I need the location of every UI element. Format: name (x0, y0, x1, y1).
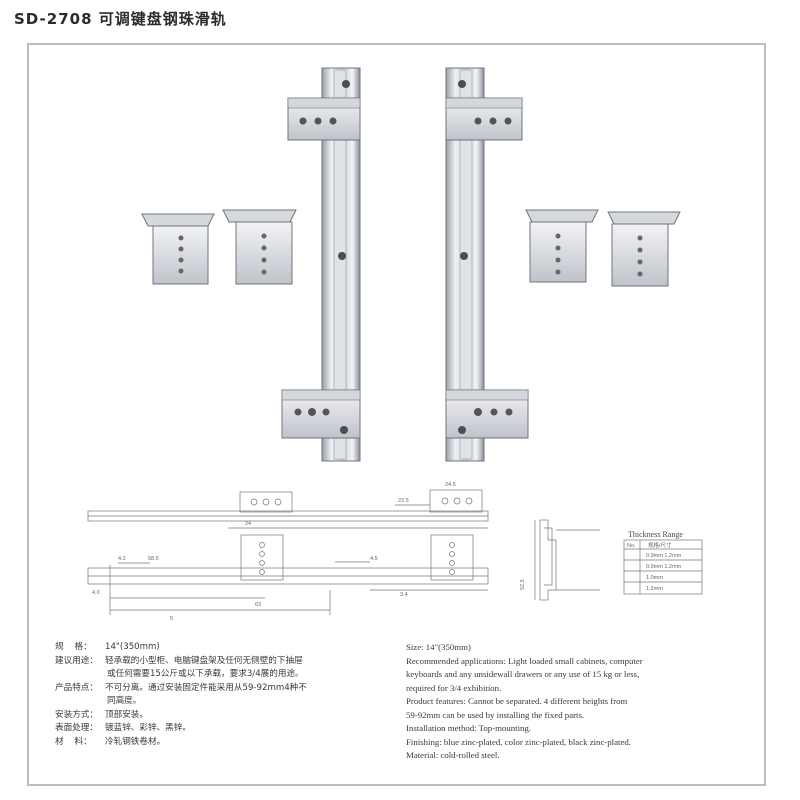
dim-label-2: 58.5 (148, 556, 159, 562)
dim-label-8: 24.5 (445, 482, 456, 488)
page-title: SD-2708 可调键盘钢珠滑轨 (14, 10, 227, 28)
spec-value: 14"(350mm) (105, 642, 160, 652)
spec-line: 59-92mm can be used by installing the fi… (406, 709, 585, 720)
table-header-no: No. (627, 543, 636, 549)
spec-row: 建议用途： 轻承载的小型柜、电脑键盘架及任何无侧壁的下抽屉 (55, 655, 400, 669)
spec-value: 顶部安装。 (105, 709, 148, 720)
spec-label: 安装方式： (55, 709, 98, 720)
specs-english: Size: 14"(350mm) Recommended application… (406, 641, 751, 763)
spec-line: Size: 14"(350mm) (406, 642, 471, 652)
mounting-bracket-2 (222, 209, 297, 285)
spec-line: Material: cold-rolled steel. (406, 750, 500, 760)
spec-label: 材 料： (55, 736, 92, 747)
table-header-spec: 规格/尺寸 (648, 541, 672, 549)
spec-value: 镀蓝锌、彩锌、黑锌。 (105, 723, 191, 733)
spec-label: 表面处理： (55, 723, 98, 733)
spec-line: Installation method: Top-mounting. (406, 723, 532, 733)
content-frame (27, 43, 766, 786)
right-slide-rail (445, 67, 529, 462)
spec-value: 不可分离。通过安装固定件能采用从59-92mm4种不 (105, 682, 307, 693)
spec-row: 安装方式： 顶部安装。 (55, 709, 400, 723)
spec-label: 建议用途： (55, 655, 98, 666)
profile-dim: 52.5 (520, 579, 526, 590)
dim-label-6: 63 (255, 602, 261, 608)
spec-label: 规 格： (55, 642, 92, 652)
spec-line: Recommended applications: Light loaded s… (406, 655, 643, 666)
spec-line: keyboards and any unsidewall drawers or … (406, 669, 640, 679)
dim-label-5: 4.0 (92, 590, 100, 596)
mounting-bracket-3 (525, 209, 599, 283)
table-row-3: 1.0mm (646, 575, 663, 581)
spec-row: 规 格： 14"(350mm) (55, 641, 400, 655)
dim-label-4: 4.5 (370, 556, 378, 562)
dim-label-7: 24 (245, 521, 251, 527)
thickness-range-title: Thickness Range (628, 530, 683, 539)
spec-continuation: 同高度。 (107, 696, 142, 706)
dim-label-9: 5 (170, 616, 173, 622)
spec-row: 表面处理： 镀蓝锌、彩锌、黑锌。 (55, 722, 400, 736)
dim-label-3: 4.2 (118, 556, 126, 562)
specs-chinese: 规 格： 14"(350mm) 建议用途： 轻承载的小型柜、电脑键盘架及任何无侧… (55, 641, 400, 749)
spec-line: Finishing: blue zinc-plated, color zinc-… (406, 736, 631, 747)
dim-label-1: 22.5 (398, 498, 409, 504)
mounting-bracket-4 (607, 211, 681, 287)
table-row-4: 1.2mm (646, 586, 663, 592)
spec-line: required for 3/4 exhibition. (406, 682, 502, 693)
spec-row: 材 料： 冷轧钢铁卷材。 (55, 736, 400, 750)
spec-label: 产品特点： (55, 682, 98, 693)
spec-line: Product features: Cannot be separated. 4… (406, 696, 628, 706)
table-row-2: 0.9mm 1.2mm (646, 564, 682, 570)
spec-value: 冷轧钢铁卷材。 (105, 736, 166, 747)
dim-label-10: 3.4 (400, 592, 408, 598)
spec-row: 产品特点： 不可分离。通过安装固定件能采用从59-92mm4种不 (55, 682, 400, 696)
mounting-bracket-1 (141, 213, 215, 285)
spec-value: 轻承载的小型柜、电脑键盘架及任何无侧壁的下抽屉 (105, 655, 303, 666)
left-slide-rail (281, 67, 361, 462)
table-row-1: 0.9mm 1.2mm (646, 553, 682, 559)
spec-continuation: 或任何需要15公斤或以下承载，要求3/4展的用途。 (107, 669, 304, 679)
